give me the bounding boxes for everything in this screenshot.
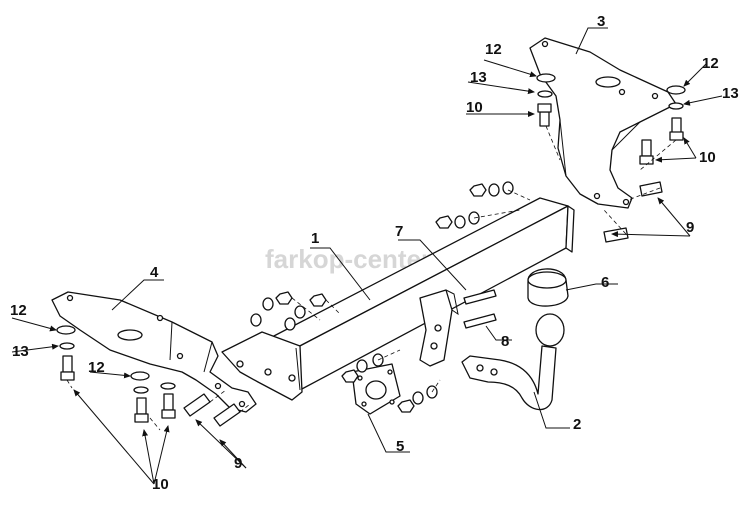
callout-12-right-a: 12 — [485, 41, 502, 58]
right-bracket — [529, 37, 677, 209]
callout-9-right: 9 — [686, 219, 694, 236]
callout-5: 5 — [396, 438, 404, 455]
hook-receiver — [419, 289, 459, 367]
callout-8: 8 — [501, 333, 509, 350]
left-bracket — [51, 291, 257, 413]
callout-10-left: 10 — [152, 476, 169, 493]
callout-13-right-b: 13 — [722, 85, 739, 102]
callout-6: 6 — [601, 274, 609, 291]
leader-lines — [11, 27, 723, 485]
callout-1: 1 — [311, 230, 319, 247]
callout-12-left-b: 12 — [88, 359, 105, 376]
callout-2: 2 — [573, 416, 581, 433]
tow-ball-neck — [461, 313, 565, 411]
callout-9-left: 9 — [234, 455, 242, 472]
callout-4: 4 — [150, 264, 159, 281]
callout-7: 7 — [395, 223, 403, 240]
socket-plate — [351, 363, 401, 415]
callout-13-right-a: 13 — [470, 69, 487, 86]
ball-cover — [527, 268, 569, 307]
callout-3: 3 — [597, 13, 605, 30]
callout-10-right-b: 10 — [699, 149, 716, 166]
callout-12-left-a: 12 — [10, 302, 27, 319]
assembly-lines — [66, 125, 677, 431]
callout-13-left: 13 — [12, 343, 29, 360]
callout-labels: 1 2 3 4 5 6 7 8 9 9 10 10 10 12 12 12 12… — [10, 13, 739, 493]
callout-10-right-a: 10 — [466, 99, 483, 116]
callout-12-right-b: 12 — [702, 55, 719, 72]
fasteners-left — [56, 325, 241, 427]
